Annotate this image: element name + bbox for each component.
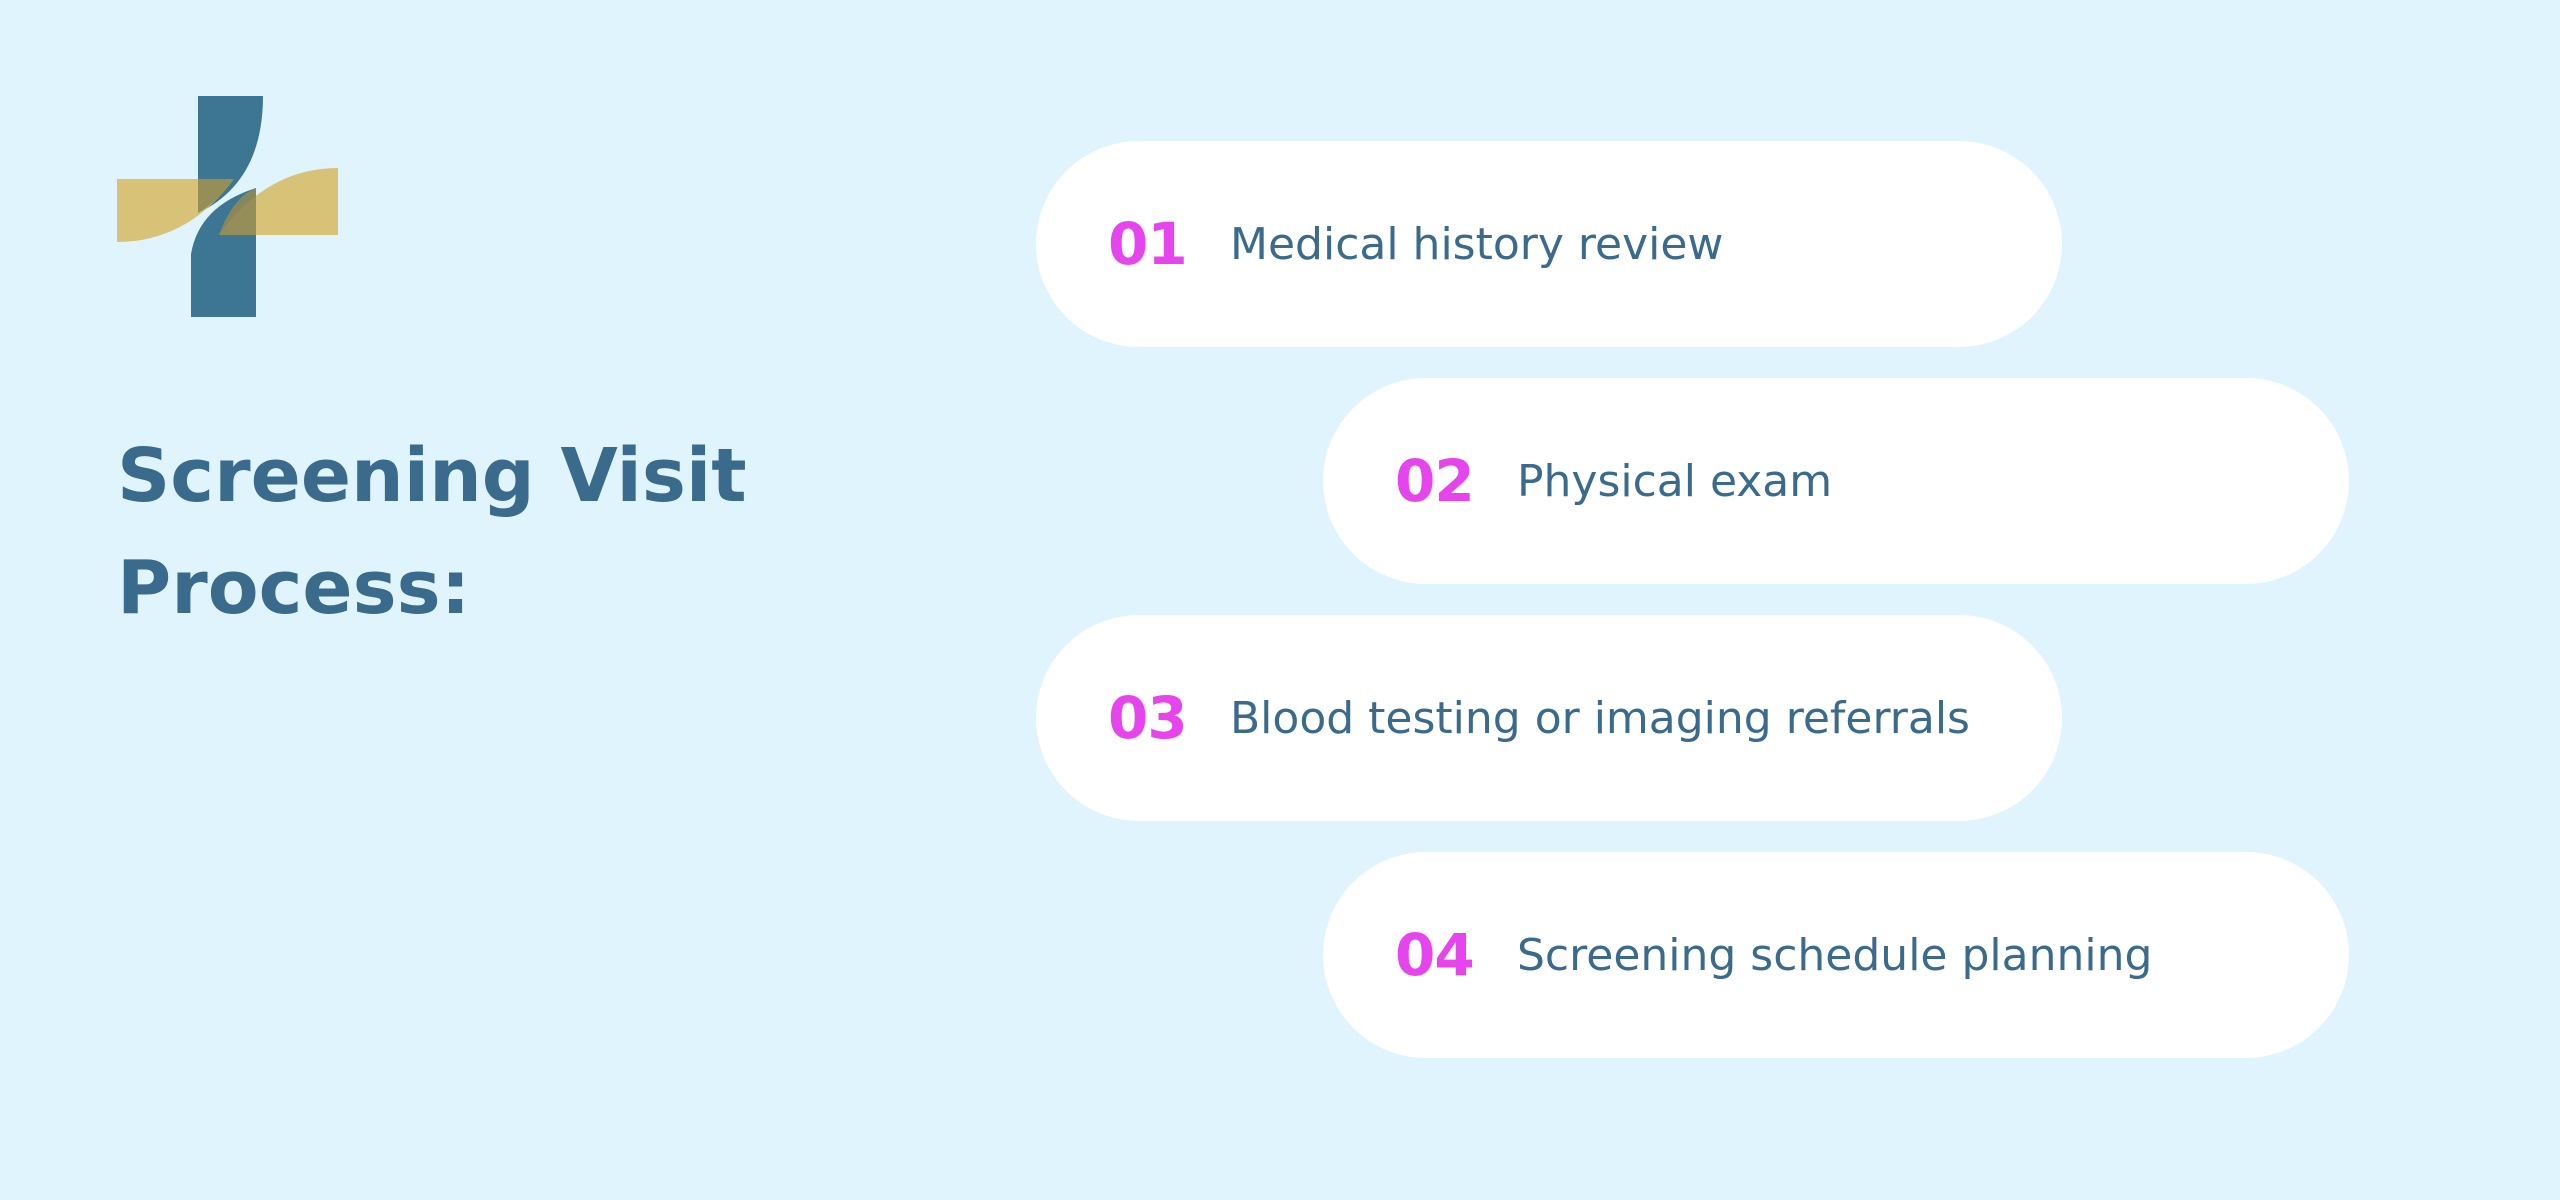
page-title: Screening Visit Process: xyxy=(117,420,817,644)
step-card-2: 02 Physical exam xyxy=(1323,378,2349,584)
step-card-3: 03 Blood testing or imaging referrals xyxy=(1036,615,2062,821)
page-title-line-1: Screening Visit xyxy=(117,433,747,519)
medical-cross-icon xyxy=(117,96,338,317)
step-number: 02 xyxy=(1395,447,1475,515)
step-number: 01 xyxy=(1108,210,1188,278)
step-card-1: 01 Medical history review xyxy=(1036,141,2062,347)
step-number: 03 xyxy=(1108,684,1188,752)
page-title-line-2: Process: xyxy=(117,545,471,631)
step-label: Medical history review xyxy=(1230,218,1724,270)
step-label: Screening schedule planning xyxy=(1517,929,2153,981)
step-card-4: 04 Screening schedule planning xyxy=(1323,852,2349,1058)
step-number: 04 xyxy=(1395,921,1475,989)
step-label: Blood testing or imaging referrals xyxy=(1230,692,1970,744)
step-label: Physical exam xyxy=(1517,455,1833,507)
